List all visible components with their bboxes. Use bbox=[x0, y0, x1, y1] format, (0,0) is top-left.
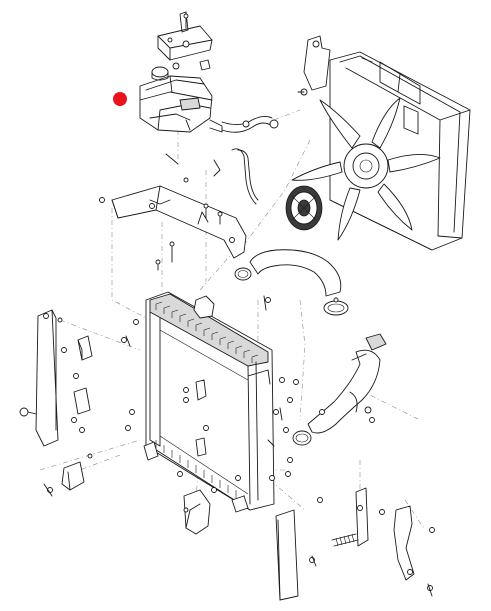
upper-radiator-hose bbox=[234, 249, 342, 297]
fasteners bbox=[43, 297, 435, 591]
radiator-core bbox=[143, 291, 275, 513]
overflow-pipe bbox=[165, 148, 259, 205]
cooling-fan bbox=[291, 97, 441, 241]
callout-marker[interactable] bbox=[113, 92, 127, 106]
side-baffle-left bbox=[19, 309, 59, 447]
long-bolts bbox=[43, 295, 433, 597]
side-baffle-left-brackets bbox=[61, 335, 93, 491]
bracket-bolts bbox=[99, 197, 223, 271]
lower-hose-clamp bbox=[292, 430, 312, 446]
fan-shroud bbox=[329, 51, 471, 251]
lower-support-bracket bbox=[183, 489, 211, 535]
upper-hose-clamp bbox=[323, 297, 349, 316]
coolant-expansion-tank bbox=[139, 75, 213, 133]
fan-mount-bracket bbox=[297, 35, 331, 96]
viscous-fan-clutch bbox=[285, 185, 323, 231]
tank-vent-hose bbox=[221, 115, 279, 133]
radiator-cap bbox=[151, 59, 211, 81]
bracket-bolt bbox=[183, 11, 189, 29]
side-baffle-right bbox=[275, 487, 415, 601]
lower-radiator-hose bbox=[307, 333, 387, 434]
tank-outlet-fitting bbox=[185, 119, 223, 133]
radiator-mounting-bracket bbox=[111, 185, 247, 259]
tank-bracket bbox=[157, 11, 213, 61]
